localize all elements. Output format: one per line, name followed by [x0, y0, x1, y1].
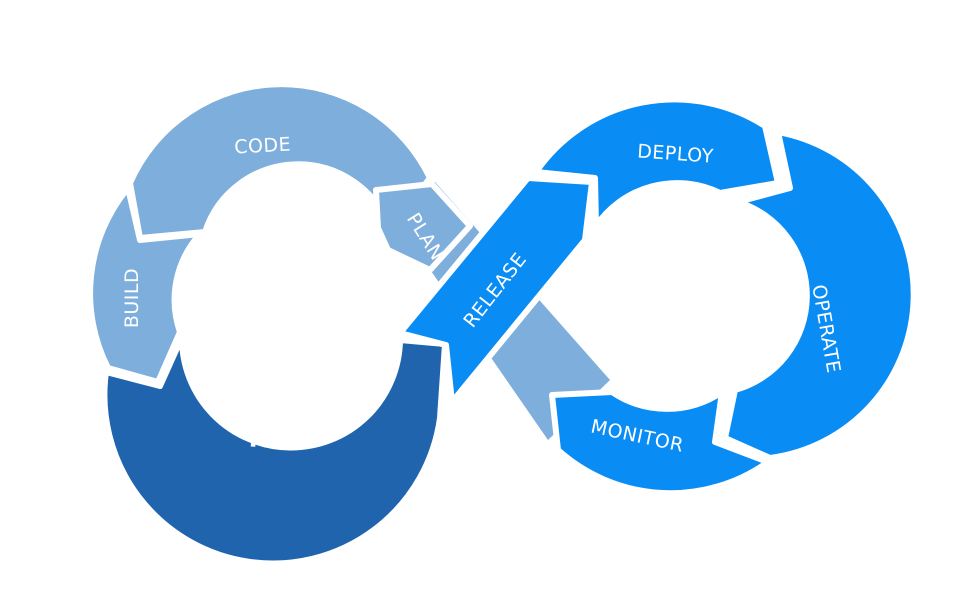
stage-monitor-segment — [549, 389, 771, 497]
stage-test-segment — [101, 334, 448, 567]
stage-build-segment — [87, 185, 203, 385]
stage-code-segment — [127, 81, 433, 241]
stage-build-label: BUILD — [121, 268, 143, 328]
stage-plan-segment — [373, 181, 473, 273]
stage-deploy-label: DEPLOY — [636, 140, 714, 167]
stage-operate-segment — [722, 129, 917, 461]
stage-code-label: CODE — [234, 134, 292, 159]
stage-release-segment — [397, 175, 595, 405]
stage-test-label: TEST — [245, 424, 315, 456]
stage-deploy-segment — [533, 96, 781, 229]
